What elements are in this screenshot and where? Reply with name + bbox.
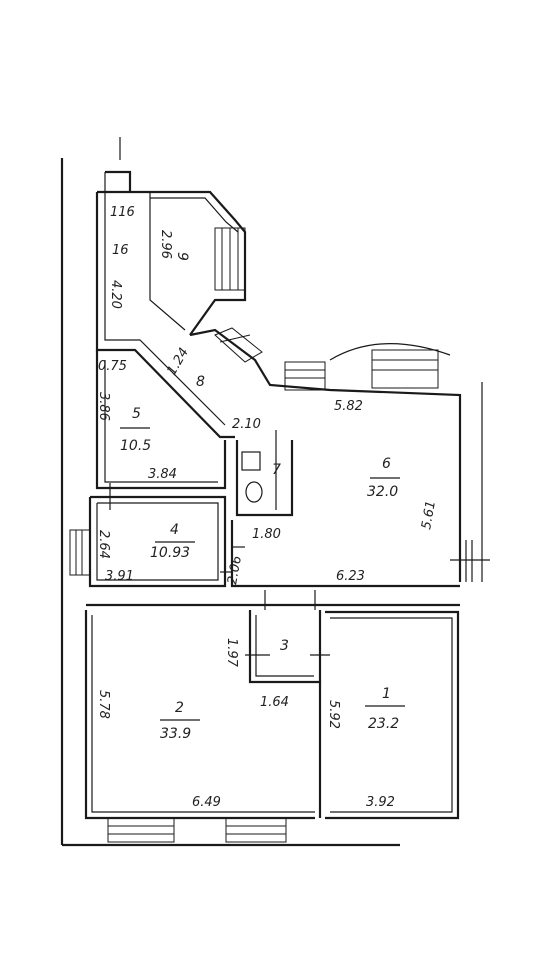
room-7-walls (235, 430, 294, 517)
dim-16: 16 (112, 243, 129, 258)
dim-210: 2.10 (232, 417, 261, 432)
room-1-number: 1 (382, 686, 391, 702)
dim-296: 2.96 (158, 230, 173, 259)
dim-392: 3.92 (366, 795, 395, 810)
room-1-area: 23.2 (368, 716, 399, 732)
room-5-number: 5 (132, 406, 141, 422)
lower-rooms-walls (84, 610, 460, 820)
dim-578: 5.78 (96, 690, 111, 719)
windows-upper (214, 227, 439, 391)
dim-391: 3.91 (105, 569, 134, 584)
room-4-area: 10.93 (150, 545, 190, 561)
dim-164: 1.64 (260, 695, 289, 710)
upper-wing-walls (95, 170, 462, 582)
dimension-labels: 116 16 4.20 2.96 0.75 1.24 3.86 3.84 2.1… (96, 205, 439, 810)
dim-116: 116 (110, 205, 135, 220)
dim-197: 1.97 (224, 638, 239, 668)
room-7-number: 7 (272, 462, 281, 478)
room-4-walls (69, 483, 232, 588)
room-4-number: 4 (170, 522, 179, 538)
dim-592: 5.92 (326, 700, 341, 729)
room-6-number: 6 (382, 456, 391, 472)
dim-623: 6.23 (336, 569, 365, 584)
room-2-number: 2 (175, 700, 184, 716)
dim-075: 0.75 (98, 359, 127, 374)
room-6-walls (230, 520, 490, 588)
dim-561: 5.61 (419, 500, 439, 531)
dim-206: 2.06 (225, 555, 245, 586)
room-5-area: 10.5 (120, 438, 151, 454)
dim-264: 2.64 (96, 530, 111, 559)
room-3-number: 3 (280, 638, 289, 654)
dim-420: 4.20 (108, 280, 123, 309)
room-labels: 9 8 5 10.5 7 6 32.0 4 10.93 3 2 33.9 1 2… (120, 252, 405, 742)
room-5-walls (95, 350, 227, 490)
dim-124: 1.24 (164, 345, 191, 378)
dim-582: 5.82 (334, 399, 363, 414)
building-outline (60, 137, 483, 847)
windows-lower (107, 817, 287, 843)
room-9-number: 9 (174, 252, 190, 261)
dim-386: 3.86 (96, 392, 111, 421)
room-6-area: 32.0 (367, 484, 398, 500)
room-8-number: 8 (196, 374, 205, 390)
dim-384: 3.84 (148, 467, 177, 482)
dim-180: 1.80 (252, 527, 281, 542)
horizontal-divider (86, 590, 460, 610)
dim-649: 6.49 (192, 795, 221, 810)
room-2-area: 33.9 (160, 726, 191, 742)
